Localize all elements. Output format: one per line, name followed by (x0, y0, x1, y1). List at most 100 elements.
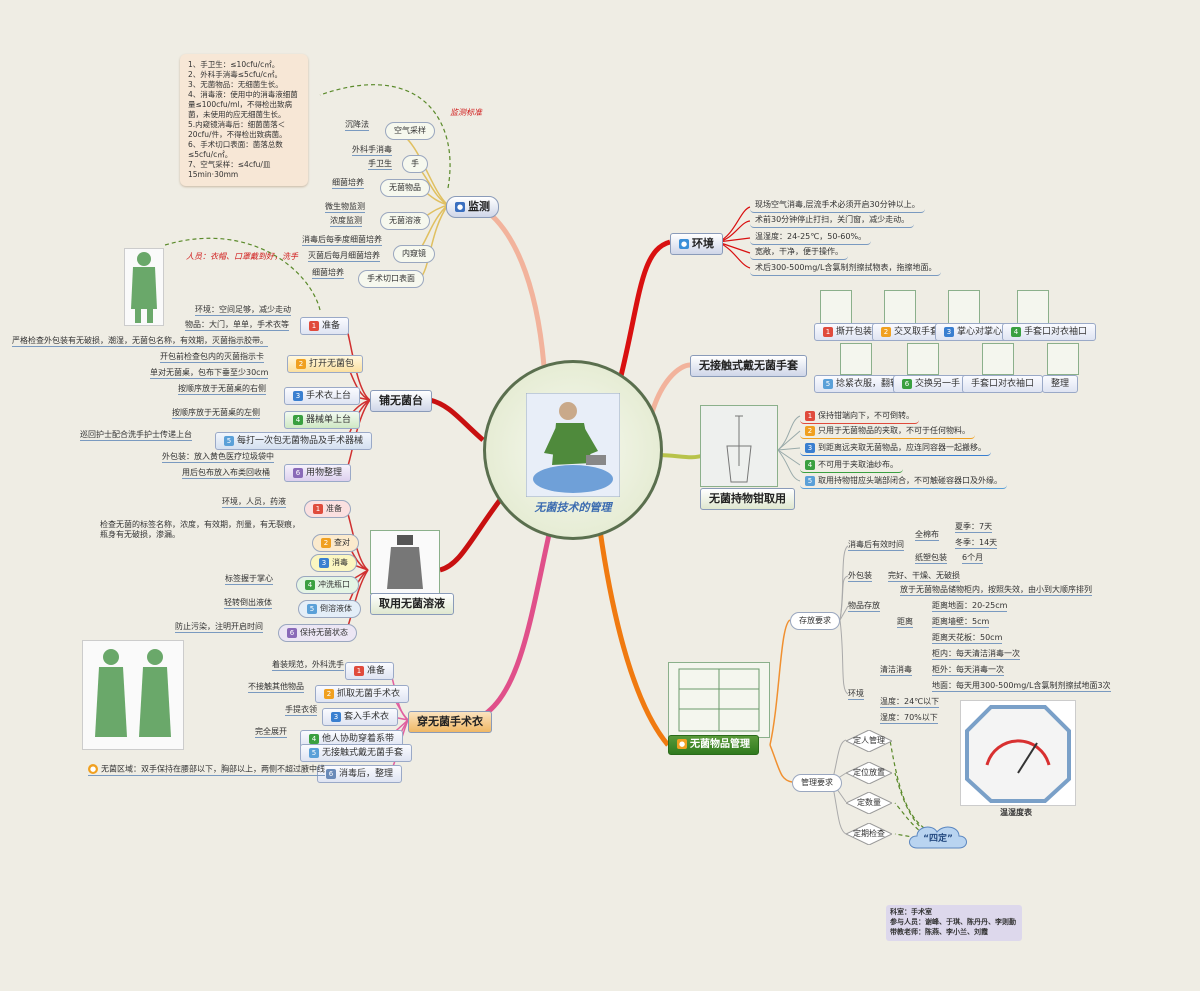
distance-label: 距离 (897, 617, 913, 628)
forceps-branch[interactable]: 无菌持物钳取用 (700, 488, 795, 510)
step-badge: 5 (823, 378, 833, 389)
environment-item: 术前30分钟停止打扫，关门窗，减少走动。 (750, 213, 915, 228)
branch-number-badge: ● (677, 739, 687, 749)
diamond-shape (846, 823, 892, 845)
mgmt-item-place[interactable]: 定位放置 (846, 762, 892, 784)
gloves-title: 无接触式戴无菌手套 (699, 359, 798, 372)
monitor-item-solution[interactable]: 无菌溶液 (380, 212, 430, 230)
monitor-detail: 微生物监测 (325, 202, 365, 213)
management-requirement[interactable]: 管理要求 (792, 774, 842, 792)
solution-branch[interactable]: 取用无菌溶液 (370, 593, 454, 615)
environment-branch[interactable]: ●环境 (670, 233, 723, 255)
storage-cabinet-illustration (668, 662, 770, 738)
gloves-branch[interactable]: 无接触式戴无菌手套 (690, 355, 807, 377)
storage-title: 无菌物品管理 (690, 739, 750, 750)
glove-step-image (1017, 290, 1049, 324)
bottle-drawing (387, 535, 423, 589)
glove-step-row-2 (812, 343, 1092, 377)
diamond-shape (846, 730, 892, 752)
forceps-illustration (700, 405, 778, 487)
monitor-item-hand[interactable]: 手 (402, 155, 428, 173)
table-detail: 严格检查外包装有无破损，潮湿，无菌包名称，有效期，灭菌指示胶带。 (12, 336, 268, 347)
mgmt-item-check[interactable]: 定期检查 (846, 823, 892, 845)
table-detail: 按顺序放于无菌桌的右侧 (178, 384, 266, 395)
four-fixed-cloud[interactable]: “四定” (905, 822, 971, 852)
gown-title: 穿无菌手术衣 (417, 715, 483, 728)
standard-line: 5.内窥镜消毒后：细菌菌落＜20cfu/件，不得检出致病菌。 (188, 120, 287, 139)
table-detail: 单对无菌桌，包布下垂至少30cm (150, 368, 269, 379)
surgeons-drawing (95, 649, 171, 737)
monitor-item-sterile[interactable]: 无菌物品 (380, 179, 430, 197)
table-detail: 用后包布放入布类回收桶 (182, 468, 270, 479)
monitor-item-air[interactable]: 空气采样 (385, 122, 435, 140)
monitor-detail: 消毒后每季度细菌培养 (302, 235, 382, 246)
glove-step-image (948, 290, 980, 324)
mgmt-item-quantity[interactable]: 定数量 (846, 792, 892, 814)
note-icon: ● (88, 764, 98, 774)
standard-line: 2、外科手消毒≤5cfu/c㎡。 (188, 70, 282, 79)
step-badge: 2 (881, 326, 891, 337)
central-topic[interactable]: 无菌技术的管理 (483, 360, 663, 540)
standard-line: 3、无菌物品：无细菌生长。 (188, 80, 283, 89)
monitor-standards-note: 1、手卫生：≤10cfu/c㎡。 2、外科手消毒≤5cfu/c㎡。 3、无菌物品… (180, 54, 308, 186)
monitor-item-endoscope[interactable]: 内窥镜 (393, 245, 435, 263)
glove-step-7[interactable]: 手套口对衣袖口 (962, 375, 1044, 393)
solution-detail: 标签握于掌心 (225, 574, 273, 585)
table-detail: 按顺序放于无菌桌的左侧 (172, 408, 260, 419)
diamond-shape (846, 792, 892, 814)
gown-detail: 不接触其他物品 (248, 682, 304, 693)
glove-step-image (907, 343, 939, 375)
monitor-detail: 沉降法 (345, 120, 369, 131)
standard-line: 4、消毒液：使用中的消毒液细菌量≤100cfu/ml，不得检出致病菌，未使用的应… (188, 90, 298, 119)
monitor-item-incision[interactable]: 手术切口表面 (358, 270, 424, 288)
environment-item: 温湿度：24-25℃，50-60%。 (750, 230, 872, 245)
glove-step-8[interactable]: 整理 (1042, 375, 1079, 393)
winter-value: 冬季：14天 (955, 538, 998, 549)
glove-step-image (840, 343, 872, 375)
forceps-jar-drawing (726, 415, 752, 483)
step-badge: 4 (1011, 326, 1021, 337)
mgmt-item-person[interactable]: 定人管理 (846, 730, 892, 752)
distance-ceiling: 距离天花板：50cm (932, 633, 1003, 644)
gown-branch[interactable]: 穿无菌手术衣 (408, 711, 492, 733)
solution-bottle-illustration (370, 530, 440, 594)
storage-branch[interactable]: ●无菌物品管理 (668, 735, 759, 755)
glove-step-image (982, 343, 1014, 375)
valid-time-label: 消毒后有效时间 (848, 540, 904, 551)
table-branch[interactable]: 铺无菌台 (370, 390, 432, 412)
gown-note: ●无菌区域：双手保持在腰部以下，胸部以上，两侧不超过腋中线 (88, 764, 325, 776)
solution-detail: 防止污染，注明开启时间 (175, 622, 263, 633)
table-people-note: 人员：衣帽、口罩戴到好，洗手 (186, 252, 298, 261)
monitor-branch[interactable]: ●监测 (446, 196, 499, 218)
storage-requirement[interactable]: 存放要求 (790, 612, 840, 630)
monitor-title: 监测 (468, 200, 490, 213)
